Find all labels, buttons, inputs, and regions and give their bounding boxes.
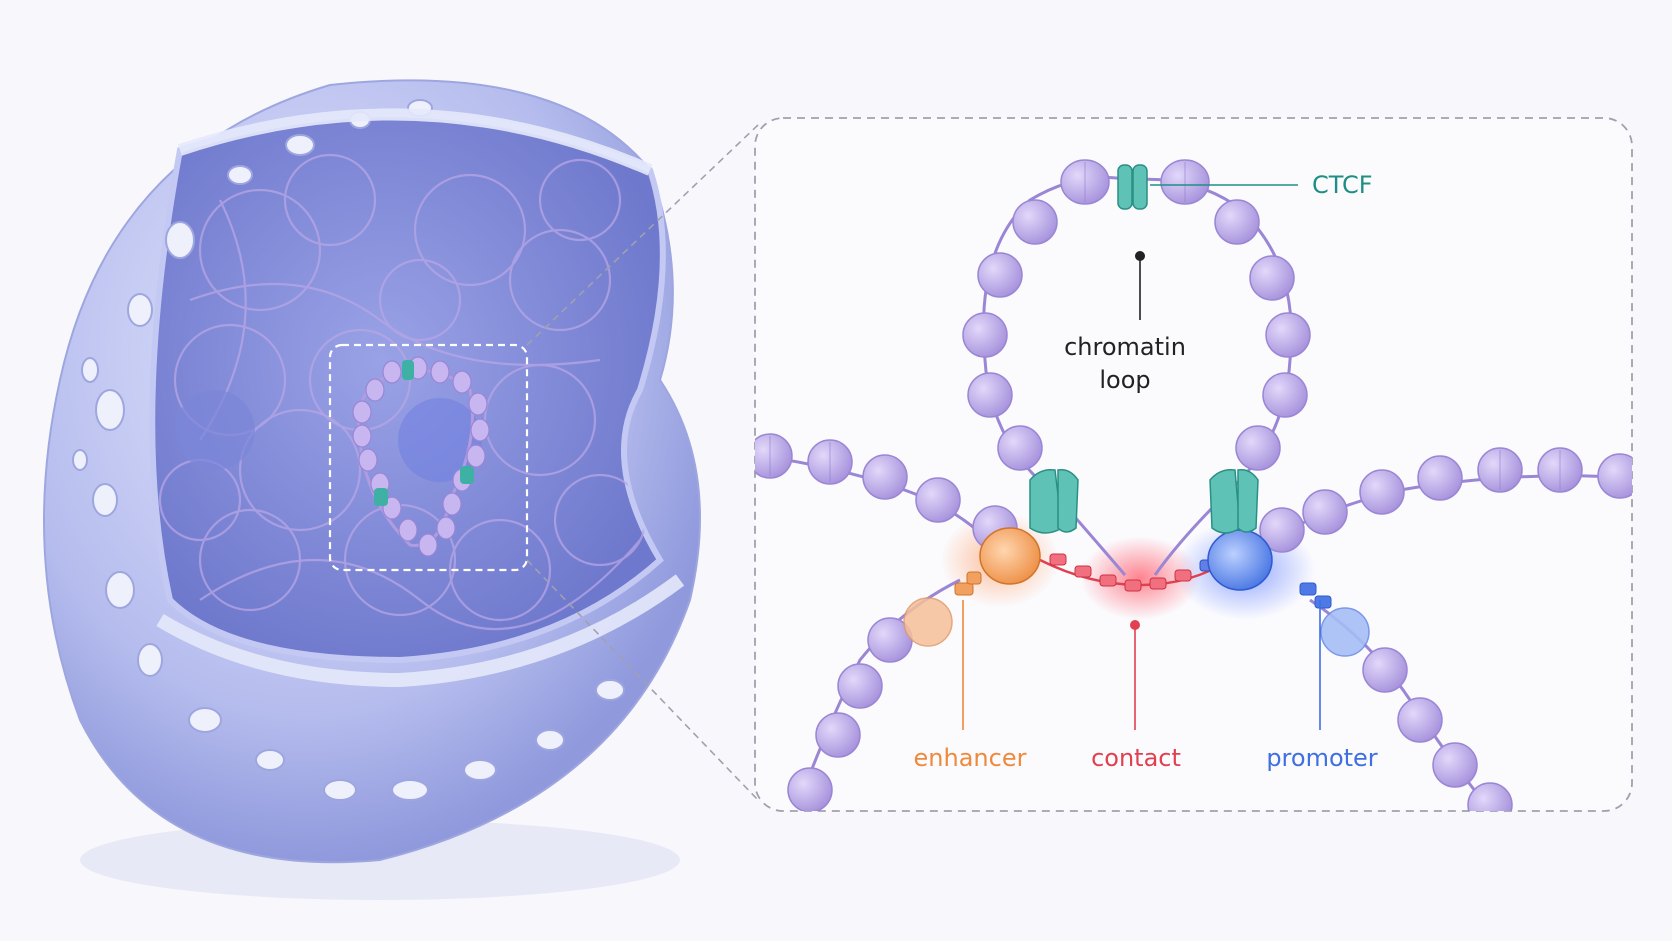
ctcf-left [1029,468,1079,534]
zoom-connector-top [526,124,759,346]
leader-lines [962,184,1321,730]
promoter-element [1207,529,1370,657]
chromatin-loop-label-line1: chromatin [1064,333,1186,361]
ctcf-proteins [1029,164,1259,534]
shell-rim-top [178,108,653,176]
zoom-content [755,159,1632,811]
enhancer-element [903,527,1041,647]
enhancer-label: enhancer [914,744,1027,772]
promoter-label: promoter [1266,744,1377,772]
chromatin-loop-label-line2: loop [1099,366,1150,394]
nucleosome-beads [755,159,1632,811]
ctcf-label: CTCF [1312,171,1373,199]
mini-chromatin-loop [352,356,490,557]
shell-rim [156,574,685,688]
zoom-region-box [328,343,529,572]
contact-label: contact [1091,744,1181,772]
inner-body [398,398,482,482]
ctcf-right [1209,468,1259,534]
zoom-connector-bottom [526,559,759,801]
nucleus-illustration [43,79,701,900]
ctcf-top [1117,164,1148,210]
nucleolus [175,390,255,470]
